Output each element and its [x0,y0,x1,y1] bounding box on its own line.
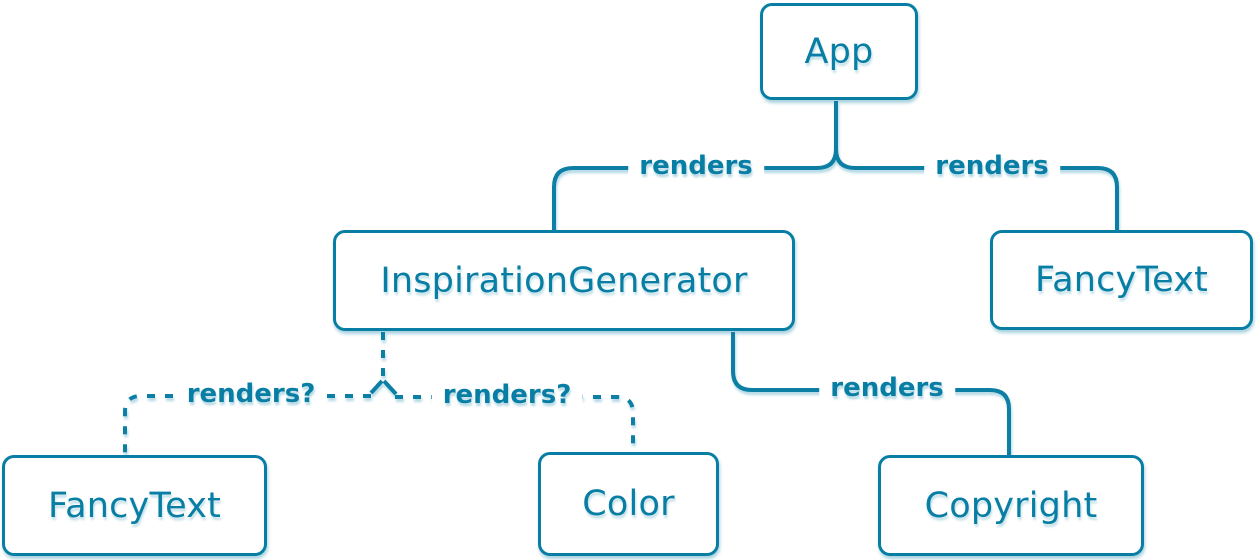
edge-inspirationgenerator-to-fancytext-dashed [123,394,371,456]
edge-label-inspirationgenerator-color: renders? [431,380,583,411]
edge-label-inspirationgenerator-copyright: renders [819,373,955,404]
branch-split-right-arm [382,379,398,396]
node-fancy-text-top: FancyText [990,230,1253,330]
edge-inspirationgenerator-to-color-dashed [395,395,635,453]
node-fancy-text-bottom: FancyText [2,455,267,556]
edge-label-app-fancytext: renders [924,151,1060,182]
edge-label-inspirationgenerator-fancytext: renders? [175,379,327,410]
node-color: Color [538,452,719,556]
node-app: App [760,3,918,100]
branch-split-left-arm [369,379,384,395]
node-inspiration-generator: InspirationGenerator [333,230,795,331]
node-copyright: Copyright [878,455,1144,556]
edge-label-app-inspirationgenerator: renders [628,151,764,182]
